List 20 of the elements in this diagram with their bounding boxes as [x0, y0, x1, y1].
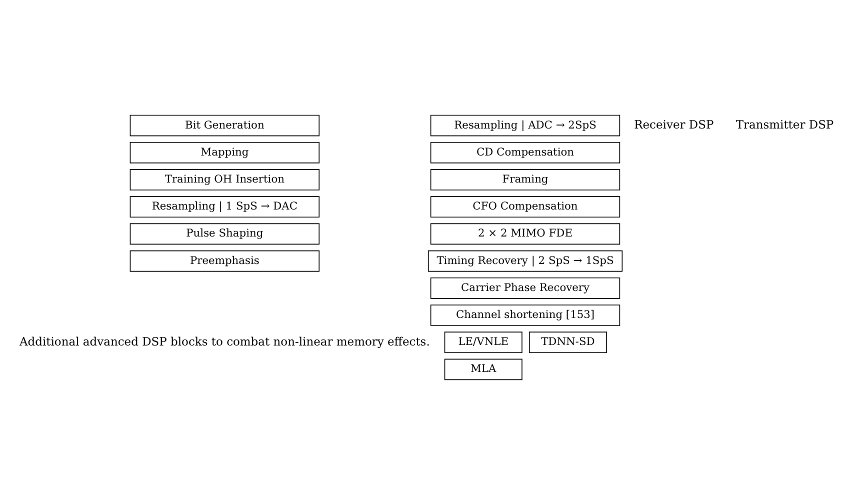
label: Transmitter DSP: [736, 117, 834, 132]
node-box: Mapping: [130, 141, 320, 163]
node-box: 2 × 2 MIMO FDE: [430, 222, 620, 244]
node-box: CD Compensation: [430, 141, 620, 163]
node-box: Carrier Phase Recovery: [430, 276, 620, 298]
node-box: TDNN-SD: [528, 331, 607, 353]
node-box: Training OH Insertion: [130, 168, 320, 190]
label: Receiver DSP: [634, 117, 714, 132]
node-box: MLA: [444, 358, 522, 380]
node-box: Framing: [430, 168, 620, 190]
node-box: Timing Recovery | 2 SpS → 1SpS: [428, 250, 623, 272]
node-box: CFO Compensation: [430, 196, 620, 218]
node-box: Channel shortening [153]: [430, 304, 620, 326]
node-box: LE/VNLE: [444, 331, 522, 353]
node-box: Preemphasis: [130, 250, 320, 272]
node-box: Resampling | ADC → 2SpS: [430, 114, 620, 136]
node-box: Bit Generation: [130, 114, 320, 136]
label: Additional advanced DSP blocks to combat non-linear memory effects.: [19, 334, 430, 348]
node-box: Resampling | 1 SpS → DAC: [130, 196, 320, 218]
node-box: Pulse Shaping: [130, 222, 320, 244]
